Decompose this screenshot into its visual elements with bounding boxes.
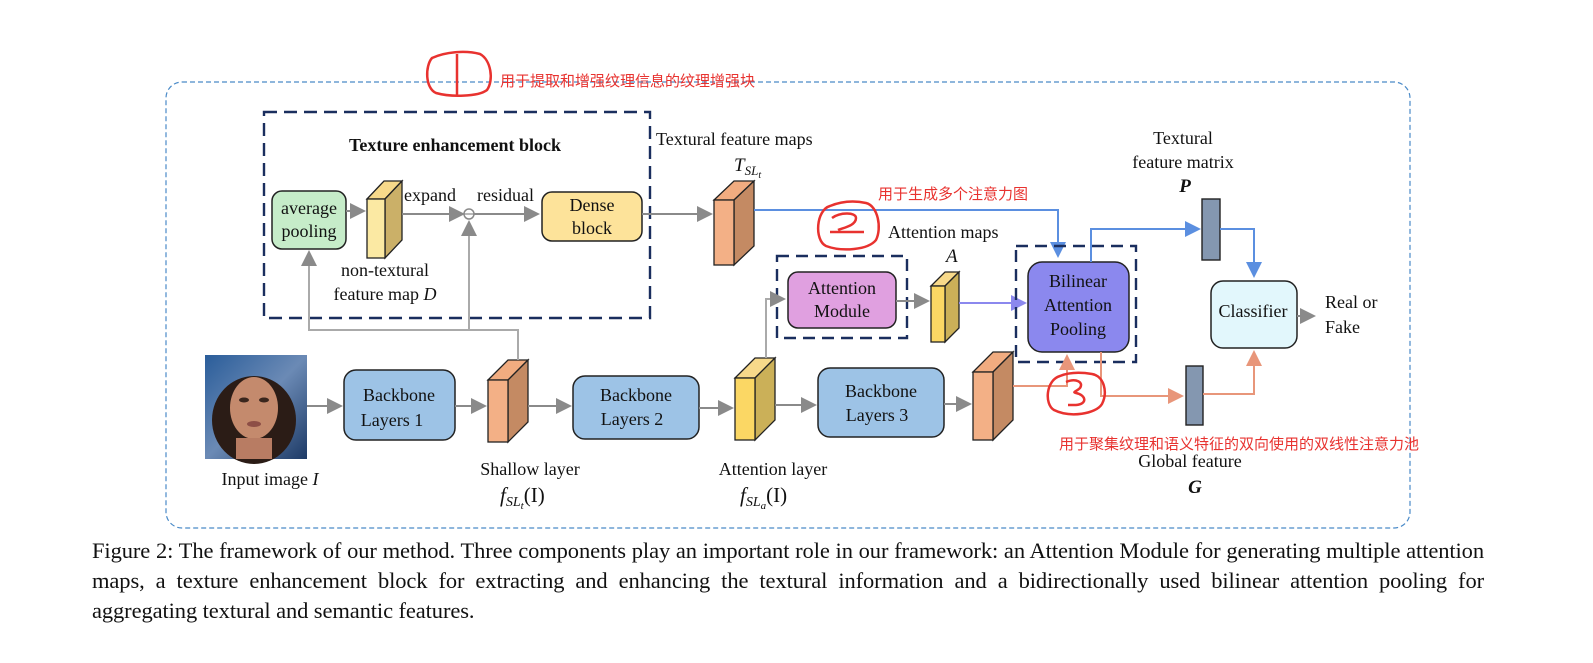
attention-layer-label: Attention layer (719, 459, 827, 479)
annotation-2-mark (830, 212, 864, 234)
caption-prefix: Figure 2: (92, 538, 174, 563)
deep-feature-slab-icon (971, 350, 1015, 442)
arrow-bap-to-P (1090, 221, 1201, 262)
figure-caption: Figure 2: The framework of our method. T… (92, 536, 1484, 626)
bap-label-3: Pooling (1050, 319, 1106, 339)
non-textural-label-2: feature map D (334, 284, 437, 304)
input-face-image (205, 355, 307, 464)
attention-module-label-1: Attention (808, 278, 876, 298)
expand-label: expand (404, 185, 456, 205)
attention-maps-A-icon (929, 270, 961, 344)
annotation-2-circle (817, 200, 880, 251)
annotation-2-text: 用于生成多个注意力图 (878, 185, 1028, 203)
attention-layer-formula: fSLa(I) (740, 483, 787, 512)
backbone-3-label-2: Layers 3 (846, 405, 908, 425)
backbone-1-label-2: Layers 1 (361, 410, 423, 430)
P-symbol: P (1178, 176, 1191, 197)
residual-label: residual (477, 185, 534, 205)
average-pooling-label-1: average (281, 198, 337, 218)
average-pooling-box (271, 190, 347, 250)
bap-frame (1014, 244, 1138, 364)
textural-matrix-P-bar (1201, 198, 1221, 261)
output-label-1: Real or (1325, 292, 1377, 312)
A-symbol: A (944, 246, 958, 267)
textural-feature-map-T-icon (712, 179, 756, 267)
annotation-3-text: 用于聚集纹理和语义特征的双向使用的双线性注意力池 (1059, 435, 1419, 453)
shallow-layer-slab-icon (486, 358, 530, 444)
backbone-3-label-1: Backbone (845, 381, 917, 401)
dense-block-box (541, 191, 643, 242)
global-feature-label: Global feature (1138, 451, 1241, 471)
caption-text: The framework of our method. Three compo… (92, 538, 1484, 623)
output-label-2: Fake (1325, 317, 1360, 337)
backbone-2-label-1: Backbone (600, 385, 672, 405)
bap-label-1: Bilinear (1049, 271, 1107, 291)
texture-block-title: Texture enhancement block (349, 135, 561, 155)
classifier-label: Classifier (1219, 301, 1288, 321)
dense-block-label-2: block (572, 218, 612, 238)
T-symbol: TSLt (734, 155, 761, 181)
arrow-G-to-classifier (1203, 350, 1262, 395)
arrow-bap-to-G (1100, 352, 1184, 404)
dense-block-label-1: Dense (570, 195, 615, 215)
input-image-label: Input image I (222, 469, 320, 489)
attention-module-label-2: Module (814, 301, 870, 321)
classifier-box (1210, 280, 1298, 349)
shallow-layer-formula: fSLt(I) (500, 483, 545, 512)
backbone-1-label-1: Backbone (363, 385, 435, 405)
arrow-T-to-bap (754, 209, 1066, 258)
textural-matrix-label-1: Textural (1153, 128, 1213, 148)
annotation-3-mark (1065, 379, 1086, 407)
textural-matrix-label-2: feature matrix (1132, 152, 1233, 172)
annotation-1-text: 用于提取和增强纹理信息的纹理增强块 (500, 72, 755, 90)
feature-map-D-icon (365, 179, 404, 260)
attention-layer-slab-icon (733, 356, 777, 442)
G-symbol: G (1188, 477, 1202, 498)
arrow-P-to-classifier (1220, 228, 1262, 278)
non-textural-label-1: non-textural (341, 260, 429, 280)
bap-label-2: Attention (1044, 295, 1112, 315)
bilinear-attention-pooling-box (1027, 261, 1130, 353)
shallow-layer-label: Shallow layer (480, 459, 579, 479)
arrow-shallow-to-avgpool (301, 250, 519, 360)
arrow-attlayer-to-am (765, 291, 786, 358)
outer-frame (165, 81, 1411, 529)
arrow-deep-to-bap (1013, 354, 1075, 387)
attention-maps-label: Attention maps (888, 222, 999, 242)
global-feature-G-bar (1185, 365, 1204, 426)
annotation-1-circle (426, 50, 493, 97)
average-pooling-label-2: pooling (281, 221, 336, 241)
backbone-layers-3-box (817, 367, 945, 438)
annotation-3-circle (1046, 371, 1106, 416)
textural-feature-maps-label: Textural feature maps (656, 129, 813, 149)
backbone-2-label-2: Layers 2 (601, 409, 663, 429)
